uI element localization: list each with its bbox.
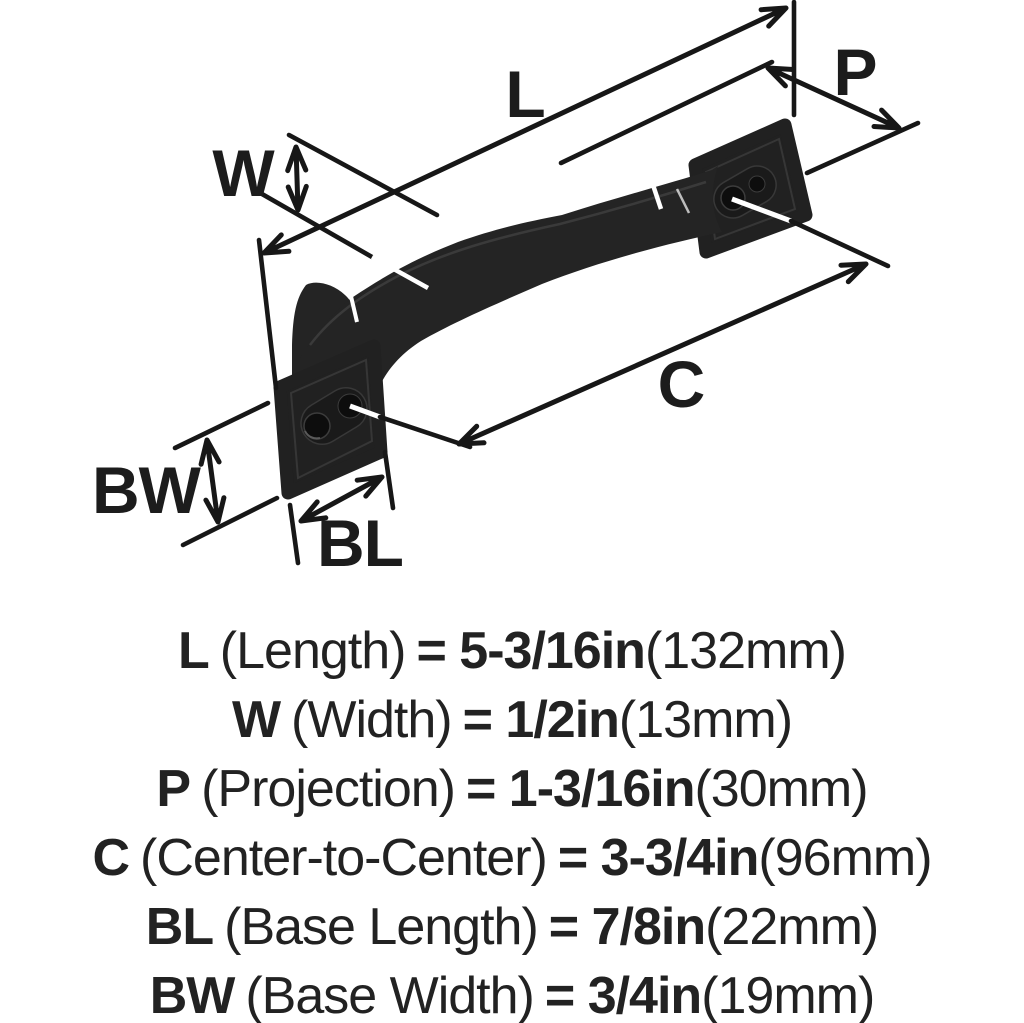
c-extension-top-line — [788, 218, 891, 269]
spec-value: = 1-3/16in — [465, 760, 695, 818]
spec-row-projection: P(Projection)= 1-3/16in(30mm) — [0, 755, 1024, 824]
width-boundary-white-segment — [370, 255, 430, 290]
label-center-to-center: C — [658, 347, 705, 421]
handle-edge-highlight — [309, 180, 707, 346]
stem-notch-line — [643, 163, 664, 210]
spec-value: = 1/2in — [462, 691, 620, 749]
handle-band — [296, 166, 722, 430]
spec-row-length: L(Length)= 5-3/16in(132mm) — [0, 617, 1024, 686]
spec-abbr: W — [231, 691, 281, 749]
spec-abbr: P — [156, 760, 191, 818]
bw-lower-boundary-line — [180, 495, 280, 548]
spec-value: = 5-3/16in — [416, 622, 645, 680]
bw-upper-boundary-line — [172, 400, 271, 451]
spec-value: = 3-3/4in — [557, 829, 760, 887]
spec-name: (Center-to-Center) — [140, 829, 548, 887]
spec-name: (Base Length) — [224, 898, 539, 956]
spec-name: (Length) — [219, 622, 407, 680]
spec-metric: (13mm) — [618, 691, 793, 749]
label-base-length: BL — [317, 506, 403, 580]
spec-name: (Projection) — [201, 760, 456, 818]
bl-left-boundary-line — [287, 502, 301, 566]
spec-list: L(Length)= 5-3/16in(132mm) W(Width)= 1/2… — [0, 617, 1024, 1023]
dim-line-center-to-center — [456, 261, 869, 447]
spec-abbr: L — [178, 622, 210, 680]
top-screw-hole-small — [748, 175, 766, 193]
dim-line-width — [285, 144, 309, 213]
spec-name: (Base Width) — [245, 967, 535, 1023]
spec-abbr: BL — [145, 898, 214, 956]
spec-abbr: BW — [149, 967, 236, 1023]
bl-right-boundary-line — [382, 449, 396, 511]
dim-line-base-width — [198, 437, 227, 525]
width-upper-boundary-line — [286, 132, 440, 218]
dim-line-projection — [765, 65, 902, 131]
c-extension-bottom-white — [349, 403, 381, 420]
foot-crease-line — [348, 291, 359, 323]
c-extension-bottom-line — [377, 414, 473, 450]
mounting-plane-line — [804, 120, 921, 176]
spec-row-width: W(Width)= 1/2in(13mm) — [0, 686, 1024, 755]
spec-metric: (30mm) — [694, 760, 868, 818]
spec-metric: (19mm) — [701, 967, 875, 1023]
bottom-base-plate — [273, 339, 388, 500]
dim-line-length — [261, 5, 789, 256]
label-projection: P — [833, 35, 876, 109]
spec-row-base-width: BW(Base Width)= 3/4in(19mm) — [0, 962, 1024, 1023]
l-extension-left-line — [256, 237, 279, 391]
c-extension-top-white — [731, 196, 792, 224]
projection-front-face-line — [558, 59, 775, 166]
dim-line-base-length — [298, 474, 385, 524]
spec-metric: (22mm) — [705, 898, 879, 956]
stem-crease-line — [675, 188, 691, 214]
label-length: L — [505, 57, 544, 131]
spec-value: = 7/8in — [548, 898, 706, 956]
spec-value: = 3/4in — [544, 967, 702, 1023]
screw-hole-highlight — [304, 430, 321, 440]
spec-name: (Width) — [291, 691, 453, 749]
spec-row-center-to-center: C(Center-to-Center)= 3-3/4in(96mm) — [0, 824, 1024, 893]
label-width: W — [212, 136, 275, 210]
label-base-width: BW — [92, 453, 202, 527]
bottom-base-plate-bevel — [289, 358, 374, 480]
spec-abbr: C — [92, 829, 130, 887]
spec-metric: (132mm) — [644, 622, 847, 680]
spec-metric: (96mm) — [758, 829, 932, 887]
dimension-arrows — [198, 5, 902, 525]
spec-row-base-length: BL(Base Length)= 7/8in(22mm) — [0, 893, 1024, 962]
